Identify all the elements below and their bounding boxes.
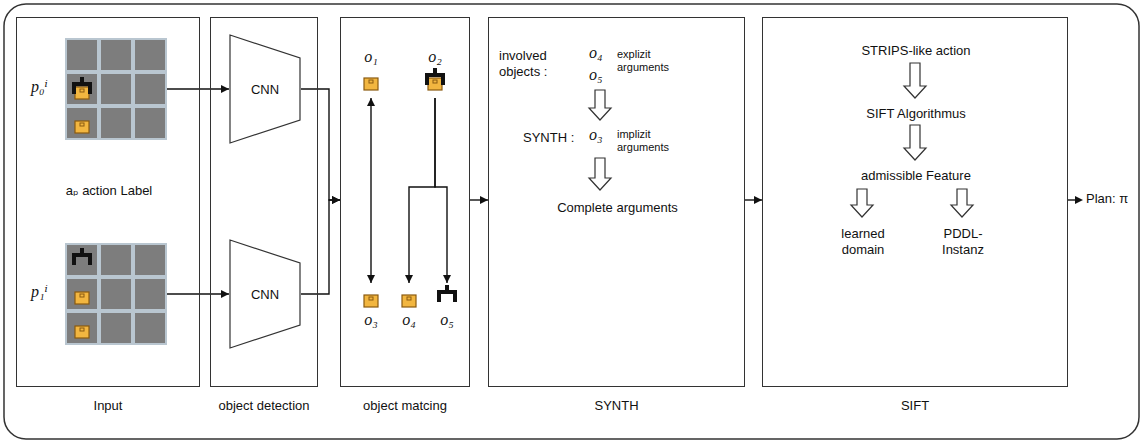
- connector: [745, 196, 762, 204]
- object-icon: o₁: [355, 48, 387, 98]
- object-symbol: [357, 66, 385, 94]
- hollow-arrow: [589, 158, 611, 190]
- stage-heading: Input: [0, 398, 219, 413]
- object-name: o₄: [589, 44, 603, 62]
- connector-line: [301, 89, 340, 200]
- connector: [167, 85, 229, 93]
- note-text: implizit arguments: [617, 128, 687, 154]
- connector: [367, 98, 375, 283]
- connector-line: [301, 200, 340, 294]
- output-text: learned domain: [833, 226, 893, 258]
- object-symbol: [395, 283, 423, 311]
- cnn-label: CNN: [251, 287, 279, 302]
- state-image: p₁ⁱ: [65, 243, 167, 345]
- state-image: p₀ⁱ: [65, 38, 167, 140]
- arrow-head: [754, 196, 762, 204]
- plan-label: Plan: π: [1086, 191, 1128, 207]
- connector-line: [409, 98, 435, 283]
- connector: [405, 98, 435, 283]
- object-name: o₁: [364, 48, 378, 66]
- note-text: explizit arguments: [617, 48, 687, 74]
- object-icon: o₄: [393, 283, 425, 333]
- arrow-head: [221, 290, 229, 298]
- step-text: Complete arguments: [489, 200, 746, 216]
- arrow-head: [332, 196, 340, 204]
- step-text: admissible Feature: [763, 168, 1069, 184]
- arrow-head: [367, 98, 375, 106]
- connector-line: [167, 88, 229, 89]
- state-label: p₀ⁱ: [31, 78, 48, 96]
- arrow-head: [1075, 196, 1083, 204]
- stage-panel: SYNTHinvolved objects :o₄o₅explizit argu…: [488, 17, 745, 387]
- hollow-arrow: [904, 125, 926, 160]
- hollow-arrow: [951, 189, 973, 217]
- connector-line: [167, 293, 229, 294]
- object-symbol: [357, 283, 385, 311]
- connector: [301, 196, 340, 294]
- object-symbol: [433, 283, 461, 311]
- cnn-trapezoid: CNN: [229, 34, 301, 144]
- cnn-trapezoid: CNN: [229, 239, 301, 349]
- stage-panel: Inputp₀ⁱp₁ⁱaₚ action Label: [16, 17, 200, 387]
- connector-line: [435, 98, 447, 283]
- object-name: o₅: [589, 66, 603, 84]
- arrow-head: [367, 275, 375, 283]
- action-label: aₚ action Label: [17, 183, 201, 199]
- arrow-head: [332, 196, 340, 204]
- stage-heading: object matcing: [321, 398, 489, 413]
- connector-line: [370, 98, 371, 283]
- output-text: PDDL-Instanz: [935, 226, 991, 258]
- step-text: SIFT Algorithmus: [763, 106, 1069, 122]
- step-text: STRIPS-like action: [763, 43, 1069, 59]
- hollow-arrow: [851, 189, 873, 217]
- outer-frame: [4, 4, 1139, 439]
- hollow-arrow: [589, 90, 611, 120]
- object-name: o₃: [589, 126, 603, 144]
- stage-panel: SIFTSTRIPS-like actionSIFT Algorithmusad…: [762, 17, 1068, 387]
- arrow-head: [480, 196, 488, 204]
- stage-heading: SIFT: [743, 398, 1087, 413]
- cnn-label: CNN: [251, 82, 279, 97]
- object-name: o₂: [428, 48, 442, 66]
- output-arrow: [1068, 199, 1076, 200]
- connector: [167, 290, 229, 298]
- stage-panel: object detectionCNNCNN: [210, 17, 318, 387]
- object-name: o₄: [402, 311, 416, 329]
- connector: [435, 98, 451, 283]
- state-label: p₁ⁱ: [31, 283, 48, 301]
- object-name: o₅: [440, 311, 454, 329]
- grid-world: [65, 243, 167, 345]
- connector: [470, 196, 488, 204]
- connector: [301, 89, 340, 204]
- grid-world: [65, 38, 167, 140]
- object-icon: o₅: [431, 283, 463, 333]
- arrow-head: [405, 275, 413, 283]
- hollow-arrow: [904, 63, 926, 98]
- step-text: involved objects :: [499, 48, 581, 80]
- object-symbol: [421, 66, 449, 94]
- stage-panel: object matcingo₁o₂o₃o₄o₅: [340, 17, 470, 387]
- arrow-head: [221, 85, 229, 93]
- object-icon: o₂: [419, 48, 451, 98]
- arrow-head: [443, 275, 451, 283]
- object-name: o₃: [364, 311, 378, 329]
- step-text: SYNTH :: [523, 130, 574, 146]
- object-icon: o₃: [355, 283, 387, 333]
- stage-heading: object detection: [191, 398, 337, 413]
- stage-heading: SYNTH: [469, 398, 764, 413]
